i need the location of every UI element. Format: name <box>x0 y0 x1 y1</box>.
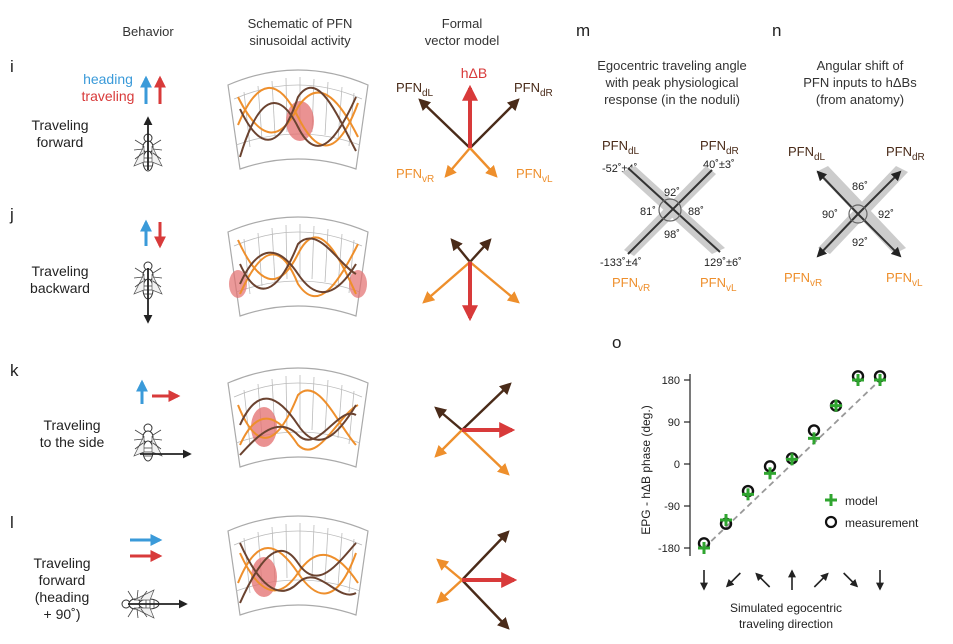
row-j-label-1: Traveling <box>31 263 88 279</box>
row-j-label-2: backward <box>30 280 90 296</box>
row-k-label-1: Traveling <box>43 417 100 433</box>
row-k-label-2: to the side <box>40 434 105 450</box>
model-point <box>786 453 798 466</box>
y-tick-label: 0 <box>674 459 680 471</box>
legend-heading: heading <box>83 71 133 87</box>
y-tick-label: -90 <box>664 501 680 513</box>
chart-legend: model measurement <box>824 494 919 530</box>
vector-model-j <box>422 238 520 322</box>
x-axis-label-line1: Simulated egocentric <box>730 601 842 615</box>
y-tick-label: 180 <box>662 375 680 387</box>
row-l-label-1: Traveling <box>33 555 90 571</box>
m-angle-diagram <box>622 166 725 256</box>
y-tick-label: -180 <box>658 543 680 555</box>
row-l-label-3: (heading <box>35 589 90 605</box>
m-angle-left: 81˚ <box>640 206 656 218</box>
arrow-down-right-icon <box>843 572 859 588</box>
panel-label-k: k <box>10 361 19 380</box>
legend-measurement-marker <box>824 515 838 529</box>
model-point <box>830 399 842 412</box>
panel-n-title-3: (from anatomy) <box>816 92 904 107</box>
panel-m-title-2: with peak physiological <box>605 75 739 90</box>
n-pfn-dl-label: PFNdL <box>788 144 826 163</box>
legend-traveling: traveling <box>82 88 135 104</box>
n-pfn-dr-label: PFNdR <box>886 144 925 163</box>
panel-label-j: j <box>9 205 14 224</box>
panel-label-o: o <box>612 333 621 352</box>
m-angle-vr: -133˚±4˚ <box>600 257 642 269</box>
header-schematic-line1: Schematic of PFN <box>248 16 353 31</box>
legend-model-label: model <box>845 494 878 508</box>
header-schematic-line2: sinusoidal activity <box>249 33 351 48</box>
panel-m-title-1: Egocentric traveling angle <box>597 58 747 73</box>
pfn-vr-label: PFNvR <box>396 166 434 185</box>
n-angle-diagram <box>816 166 908 258</box>
vector-model-i <box>418 84 520 178</box>
y-tick-label: 90 <box>668 417 680 429</box>
model-point <box>742 488 754 501</box>
m-pfn-dl-label: PFNdL <box>602 138 640 157</box>
model-point <box>720 514 732 526</box>
pfn-dl-label: PFNdL <box>396 80 434 99</box>
n-angle-left: 90˚ <box>822 209 838 221</box>
legend-measurement-label: measurement <box>845 516 919 530</box>
arrow-up-right-icon <box>813 572 829 588</box>
header-vector-line1: Formal <box>442 16 483 31</box>
row-i-label-2: forward <box>37 134 84 150</box>
m-angle-vl: 129˚±6˚ <box>704 257 742 269</box>
pfn-activity-schematic-j <box>227 216 369 317</box>
arrow-down-left-icon <box>725 572 741 588</box>
model-point <box>698 542 710 554</box>
n-pfn-vr-label: PFNvR <box>784 270 822 289</box>
arrow-up-left-icon <box>755 572 771 588</box>
panel-label-m: m <box>576 21 590 40</box>
legend-model-marker <box>825 494 837 506</box>
phase-chart: EPG - hΔB phase (deg.) Simulated egocent… <box>639 370 919 631</box>
model-point <box>852 374 864 386</box>
row-l-label-2: forward <box>39 572 86 588</box>
pfn-dr-label: PFNdR <box>514 80 553 99</box>
n-angle-top: 86˚ <box>852 181 868 193</box>
panel-n-title-1: Angular shift of <box>817 58 904 73</box>
pfn-activity-schematic-l <box>227 515 369 616</box>
n-angle-bottom: 92˚ <box>852 237 868 249</box>
pfn-activity-schematic-i <box>227 69 369 170</box>
vector-model-l <box>436 530 518 630</box>
vector-model-k <box>434 382 516 476</box>
panel-m-title-3: response (in the noduli) <box>604 92 740 107</box>
m-pfn-vr-label: PFNvR <box>612 275 650 294</box>
panel-n-title-2: PFN inputs to hΔBs <box>803 75 917 90</box>
fly-icon <box>133 423 163 462</box>
row-i-label-1: Traveling <box>31 117 88 133</box>
y-axis-label: EPG - hΔB phase (deg.) <box>639 405 653 534</box>
m-pfn-dr-label: PFNdR <box>700 138 739 157</box>
m-angle-top: 92˚ <box>664 187 680 199</box>
pfn-activity-schematic-k <box>227 367 369 468</box>
pfn-vl-label: PFNvL <box>516 166 553 185</box>
m-angle-dr: 40˚±3˚ <box>703 159 735 171</box>
x-axis-label-line2: traveling direction <box>739 617 833 631</box>
n-pfn-vl-label: PFNvL <box>886 270 923 289</box>
model-point <box>764 467 776 480</box>
header-behavior: Behavior <box>122 24 174 39</box>
m-angle-right: 88˚ <box>688 206 704 218</box>
n-angle-right: 92˚ <box>878 209 894 221</box>
panel-label-l: l <box>10 513 14 532</box>
row-l-label-4: + 90˚) <box>44 606 81 622</box>
hdb-label: hΔB <box>461 65 487 81</box>
m-pfn-vl-label: PFNvL <box>700 275 737 294</box>
model-point <box>874 374 886 386</box>
m-angle-bottom: 98˚ <box>664 229 680 241</box>
panel-label-n: n <box>772 21 781 40</box>
panel-label-i: i <box>10 57 14 76</box>
header-vector-line2: vector model <box>425 33 500 48</box>
model-point <box>808 432 820 445</box>
